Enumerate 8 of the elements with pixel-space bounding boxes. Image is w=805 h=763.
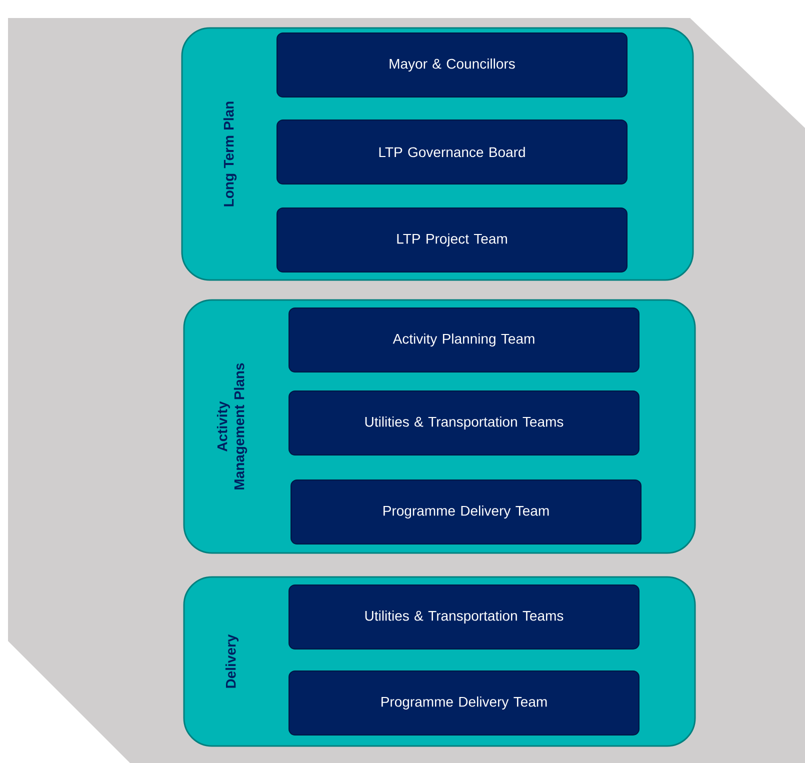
team-box: LTP Governance Board [276, 120, 628, 184]
team-box: Programme Delivery Team [288, 670, 640, 736]
team-box: Mayor & Councillors [276, 32, 628, 98]
team-box: Activity Planning Team [288, 308, 640, 372]
team-box: LTP Project Team [276, 208, 628, 272]
team-box: Programme Delivery Team [290, 480, 642, 544]
team-box: Utilities & Transportation Teams [288, 584, 640, 650]
team-box: Utilities & Transportation Teams [288, 390, 640, 456]
